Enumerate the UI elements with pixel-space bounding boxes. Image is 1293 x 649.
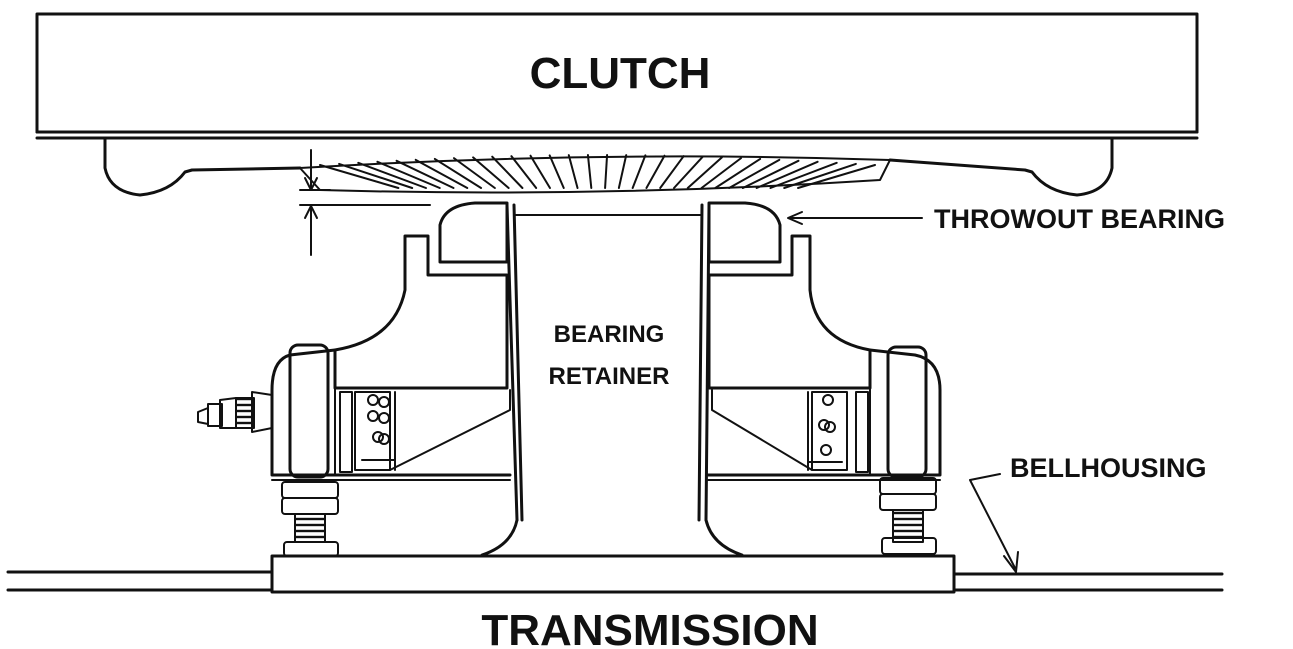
spring-finger — [586, 154, 593, 189]
spring-finger — [783, 162, 857, 189]
spring-finger — [395, 159, 455, 189]
adjusting-bolt-icon — [281, 477, 937, 557]
bellhousing-label: BELLHOUSING — [1010, 453, 1207, 483]
spring-finger — [672, 155, 704, 189]
spring-icon — [367, 394, 836, 456]
spring-finger — [548, 154, 565, 189]
spring-finger — [631, 154, 647, 189]
throwout-bearing — [427, 201, 793, 276]
spring-finger — [617, 154, 628, 189]
spring-finger — [686, 156, 723, 189]
spring-finger — [797, 164, 876, 189]
spring-finger — [510, 155, 538, 189]
spring-finger — [357, 161, 427, 189]
spring-finger — [491, 155, 524, 189]
bearing-retainer-label-line2: RETAINER — [549, 363, 670, 390]
spring-finger — [567, 154, 579, 189]
bearing-carrier-right — [707, 234, 872, 390]
diaphragm-spring-fingers — [299, 154, 891, 194]
spring-finger — [319, 164, 400, 189]
transmission-base — [6, 554, 1224, 594]
spring-finger — [741, 159, 800, 189]
bearing-retainer-label-line1: BEARING — [554, 321, 665, 348]
spring-finger — [376, 160, 441, 189]
clutch-label: CLUTCH — [530, 49, 711, 98]
spring-finger — [529, 154, 551, 189]
clearance-dimension — [299, 149, 431, 256]
spring-finger — [714, 157, 762, 189]
spring-finger — [604, 154, 609, 189]
spring-finger — [433, 157, 483, 189]
spring-finger — [755, 160, 819, 189]
spring-finger — [414, 158, 469, 189]
spring-finger — [338, 162, 414, 189]
bearing-retainer — [480, 203, 744, 557]
adjusting-ring-right — [886, 345, 928, 479]
adjusting-ring-left — [288, 343, 330, 479]
leader-lines — [787, 211, 1019, 573]
spring-finger — [659, 155, 685, 189]
spring-finger — [769, 161, 838, 189]
grease-fitting-icon — [197, 391, 273, 433]
transmission-label: TRANSMISSION — [481, 606, 818, 649]
spring-finger — [452, 157, 496, 189]
spring-finger — [645, 154, 666, 189]
clutch-housing — [35, 12, 1199, 197]
spring-finger — [728, 158, 781, 189]
spring-finger — [472, 156, 510, 189]
throwout-bearing-label: THROWOUT BEARING — [934, 204, 1225, 234]
bearing-carrier-left — [333, 234, 509, 390]
spring-finger — [700, 157, 743, 189]
